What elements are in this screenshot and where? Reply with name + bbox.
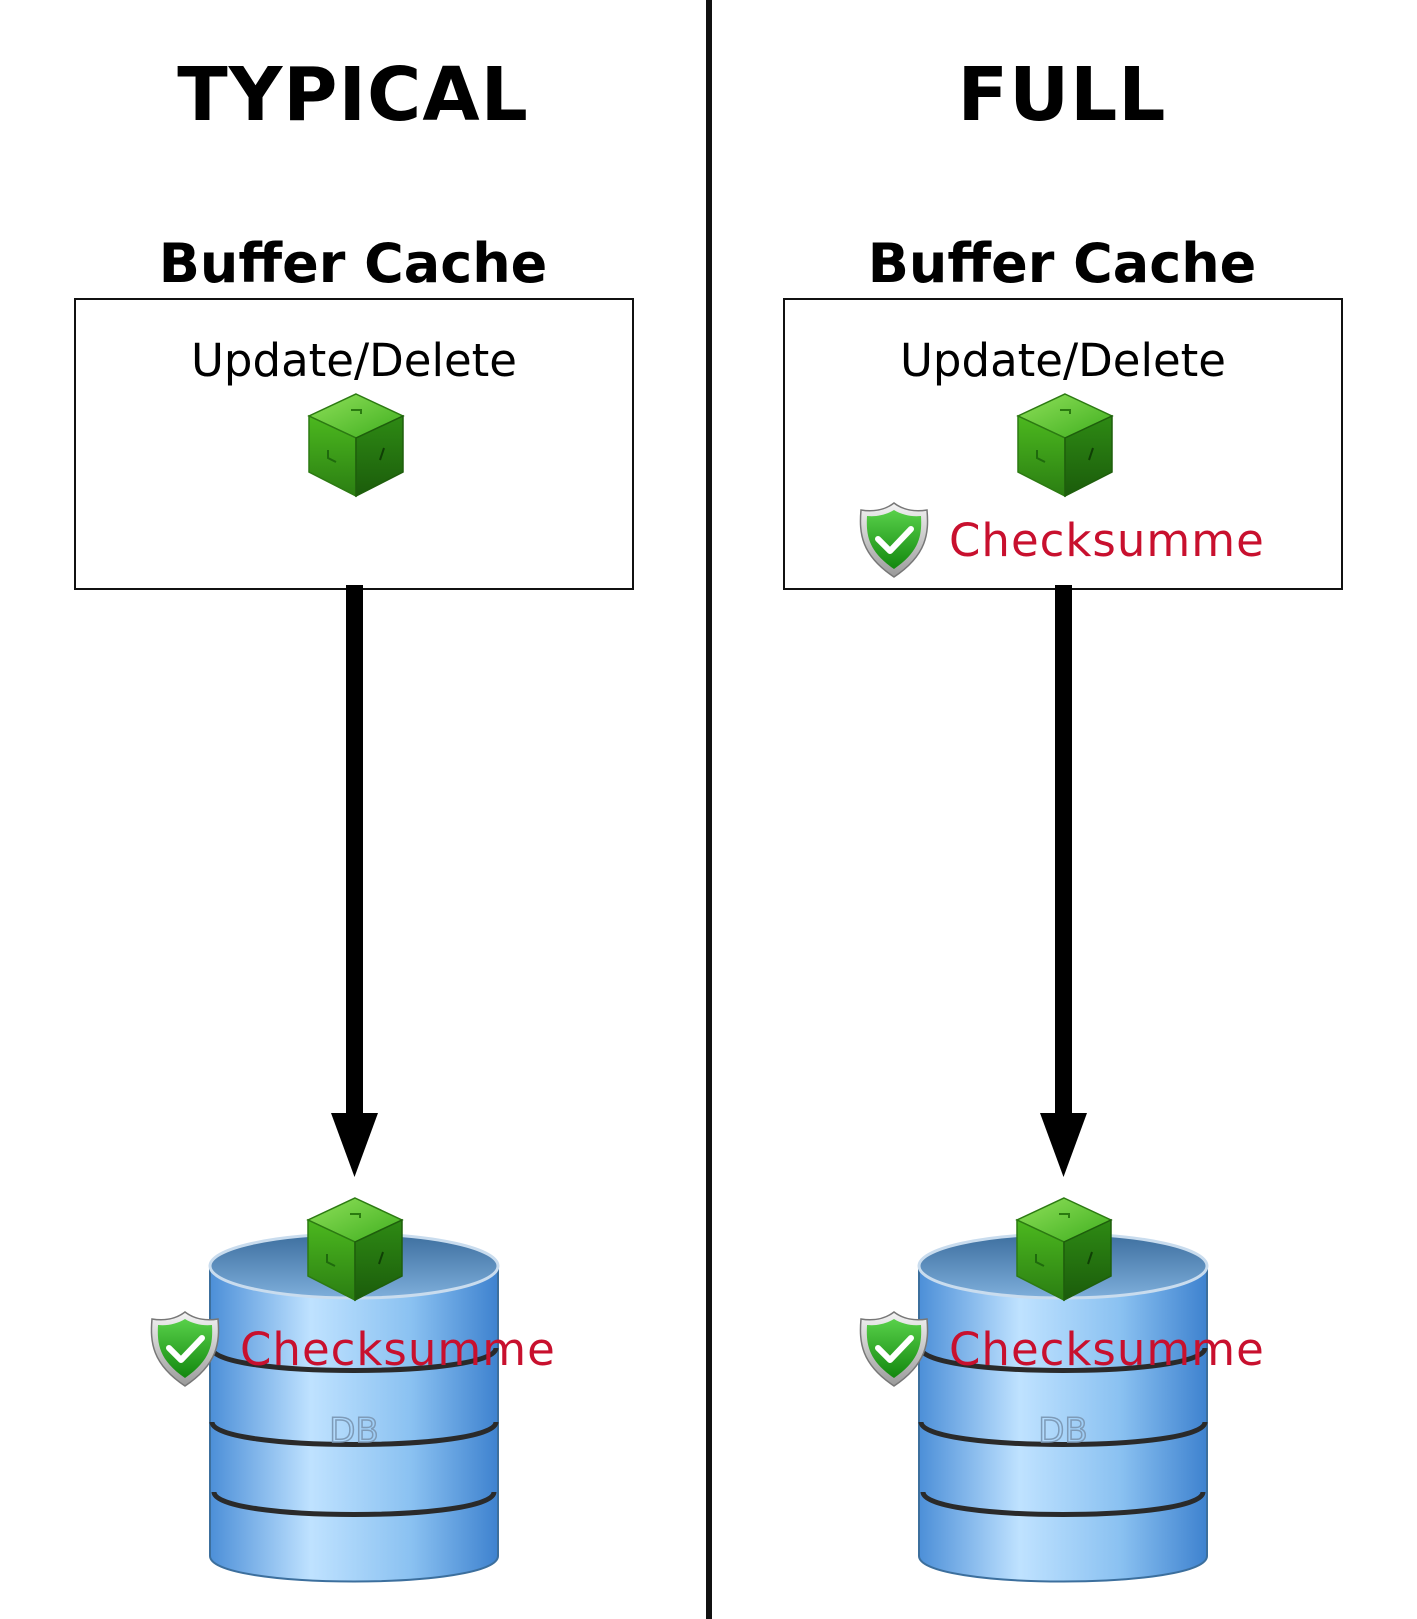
buffer-cache-title: Buffer Cache	[158, 232, 548, 295]
data-block-icon	[307, 1197, 403, 1301]
panel-full: FULL Buffer Cache Update/Delete Checksum…	[709, 0, 1415, 1619]
shield-check-icon	[857, 501, 931, 579]
shield-check-icon	[857, 1310, 931, 1388]
buffer-cache-box: Update/Delete	[74, 298, 634, 590]
buffer-cache-box: Update/Delete Checksumme	[783, 298, 1343, 590]
write-arrow	[1040, 585, 1087, 1177]
mode-title: TYPICAL	[177, 52, 529, 138]
panel-divider	[706, 0, 712, 1619]
checksum-label: Checksumme	[949, 513, 1265, 567]
operation-label: Update/Delete	[900, 334, 1226, 387]
shield-check-icon	[148, 1310, 222, 1388]
db-checksum: Checksumme	[148, 1309, 556, 1389]
data-block-icon	[1017, 393, 1113, 497]
database-icon: DB	[917, 1232, 1209, 1583]
mode-title: FULL	[957, 52, 1167, 138]
cache-checksum: Checksumme	[857, 500, 1265, 580]
checksum-label: Checksumme	[240, 1322, 556, 1376]
operation-label: Update/Delete	[191, 334, 517, 387]
data-block-icon	[1016, 1197, 1112, 1301]
checksum-label: Checksumme	[949, 1322, 1265, 1376]
db-label: DB	[329, 1411, 379, 1451]
data-block-icon	[308, 393, 404, 497]
db-checksum: Checksumme	[857, 1309, 1265, 1389]
write-arrow	[331, 585, 378, 1177]
panel-typical: TYPICAL Buffer Cache Update/Delete DB Ch…	[0, 0, 706, 1619]
buffer-cache-title: Buffer Cache	[867, 232, 1257, 295]
db-label: DB	[1038, 1411, 1088, 1451]
